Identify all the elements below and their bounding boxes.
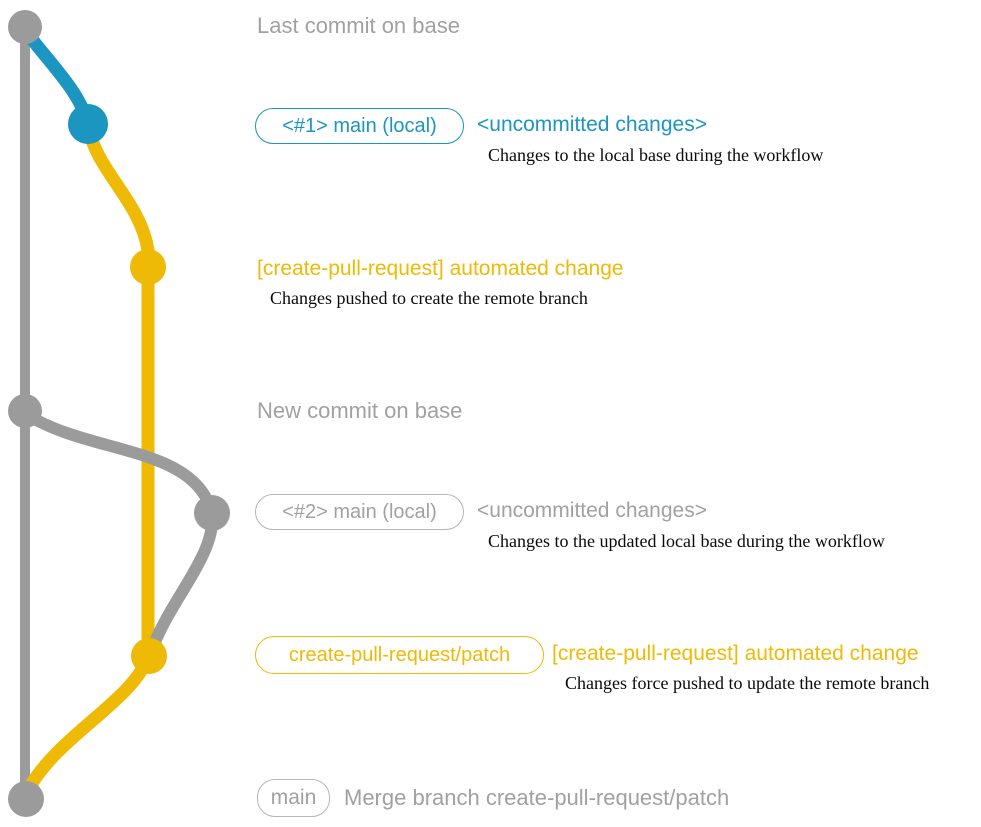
patch-branch-line	[21, 123, 155, 796]
branch-label-patch: create-pull-request/patch	[255, 636, 544, 674]
branch-label-main-local-2: <#2> main (local)	[255, 494, 464, 530]
branch-label-main-text: main	[270, 786, 317, 809]
commit-dot-patch-1	[130, 249, 166, 285]
branch-label-main-local-1-text: <#1> main (local)	[282, 114, 437, 137]
title-automated-change-1: [create-pull-request] automated change	[257, 257, 624, 280]
commit-dot-local-2	[194, 495, 230, 531]
commit-dot-new-base	[8, 394, 42, 428]
caption-last-commit-on-base: Last commit on base	[257, 13, 460, 38]
branch-label-main: main	[257, 779, 330, 817]
branch-label-main-local-2-text: <#2> main (local)	[282, 500, 437, 523]
local-branch-2-line	[22, 408, 219, 658]
title-automated-change-2: [create-pull-request] automated change	[552, 642, 919, 665]
desc-automated-change-2: Changes force pushed to update the remot…	[565, 673, 930, 693]
desc-automated-change-1: Changes pushed to create the remote bran…	[270, 288, 588, 308]
commit-dot-last-base	[8, 10, 42, 44]
branch-label-patch-text: create-pull-request/patch	[288, 643, 511, 666]
commit-dot-patch-2	[131, 638, 167, 674]
commit-dot-merge	[8, 781, 44, 817]
title-uncommitted-changes-2: <uncommitted changes>	[477, 499, 707, 522]
desc-uncommitted-changes-1: Changes to the local base during the wor…	[488, 145, 824, 165]
commit-dot-local-1	[68, 104, 108, 144]
title-uncommitted-changes-1: <uncommitted changes>	[477, 113, 707, 136]
branch-label-main-local-1: <#1> main (local)	[255, 108, 464, 144]
caption-new-commit-on-base: New commit on base	[257, 398, 463, 423]
title-merge-commit: Merge branch create-pull-request/patch	[344, 785, 730, 810]
desc-uncommitted-changes-2: Changes to the updated local base during…	[488, 531, 885, 551]
